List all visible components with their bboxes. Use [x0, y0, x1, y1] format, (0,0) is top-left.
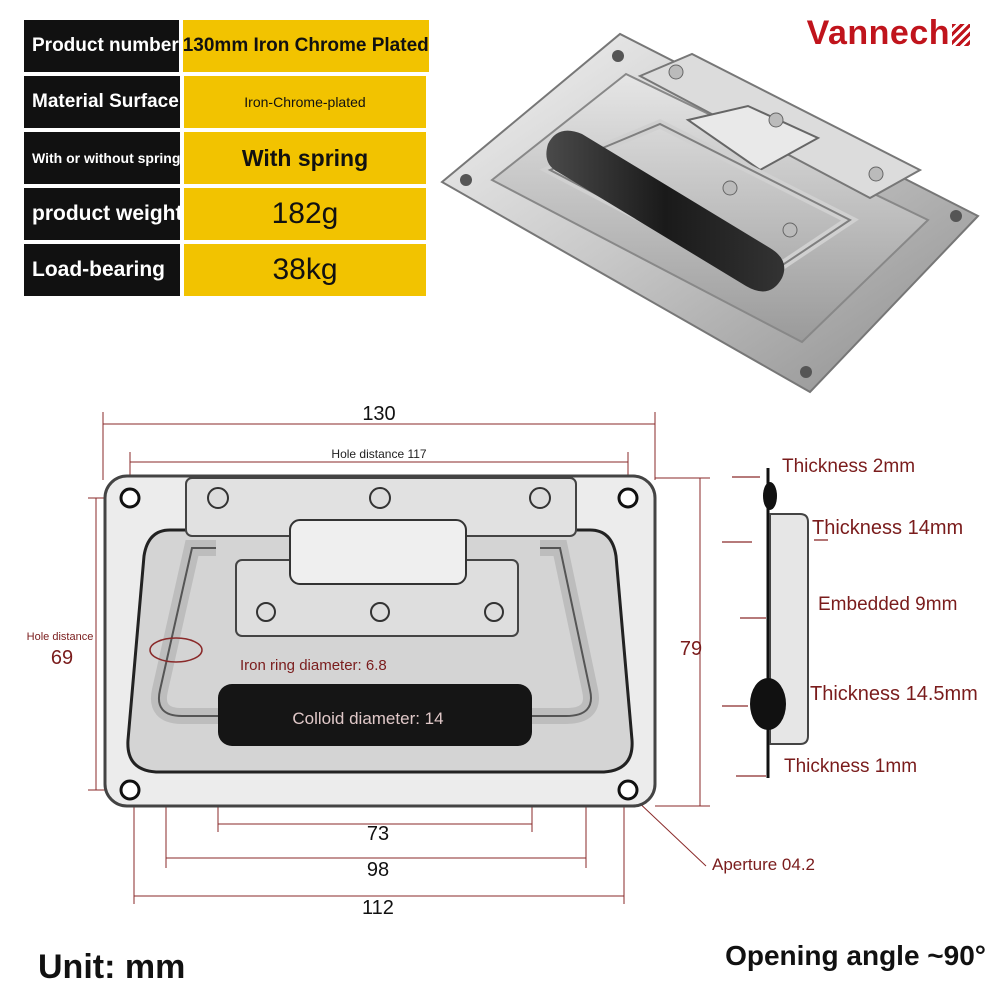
product-photo — [440, 32, 980, 394]
iron-ring-label: Iron ring diameter: 6.8 — [240, 657, 387, 674]
rivet — [529, 487, 551, 509]
dim-hole-distance-x: Hole distance 117 — [331, 447, 427, 461]
rivet — [484, 602, 504, 622]
side-thickness-14: Thickness 14mm — [812, 517, 963, 539]
side-thickness-14-5: Thickness 14.5mm — [810, 683, 978, 705]
dim-98: 98 — [367, 859, 389, 881]
side-grip — [750, 678, 786, 730]
dim-hole-distance-y-label: Hole distance — [27, 631, 94, 643]
iron-ring-marker — [149, 637, 203, 663]
side-thickness-2: Thickness 2mm — [782, 456, 915, 477]
spec-value: 38kg — [184, 244, 426, 296]
front-view-drawing: 130 Hole distance 117 Hole distance 69 7… — [27, 403, 815, 919]
side-view-drawing: Thickness 2mm Thickness 14mm Embedded 9m… — [722, 456, 978, 778]
mount-hole — [119, 779, 141, 801]
mount-hole — [612, 50, 624, 62]
unit-label: Unit: mm — [38, 948, 186, 986]
spec-label: Product number — [24, 20, 179, 72]
rivet — [668, 64, 684, 80]
spec-table: Product number 130mm Iron Chrome Plated … — [24, 20, 429, 300]
spec-row-load: Load-bearing 38kg — [24, 244, 426, 296]
colloid-label: Colloid diameter: 14 — [292, 709, 443, 728]
spec-value: 182g — [184, 188, 426, 240]
spec-label: Load-bearing — [24, 244, 180, 296]
spec-row-spring: With or without spring With spring — [24, 132, 426, 184]
spec-value: With spring — [184, 132, 426, 184]
mount-hole — [950, 210, 962, 222]
rivet — [722, 180, 738, 196]
mount-hole — [800, 366, 812, 378]
handle-grip — [218, 684, 532, 746]
recess-tray — [490, 72, 930, 344]
dim-height: 79 — [680, 638, 702, 660]
mount-hole — [460, 174, 472, 186]
handle-bracket — [289, 519, 467, 585]
side-embedded: Embedded 9mm — [818, 594, 957, 615]
rivet — [256, 602, 276, 622]
dim-hole-distance-y: 69 — [51, 647, 73, 669]
brand-name: Vannech — [806, 14, 950, 52]
handle-bracket — [685, 104, 821, 172]
rivet — [868, 166, 884, 182]
opening-angle-label: Opening angle ~90° — [725, 940, 986, 971]
spec-row-weight: product weight 182g — [24, 188, 426, 240]
spec-row-material: Material Surface Iron-Chrome-plated — [24, 76, 426, 128]
dim-overall-width: 130 — [362, 403, 395, 425]
spec-label: Material Surface — [24, 76, 180, 128]
aperture-label: Aperture 04.2 — [712, 855, 815, 874]
mount-hole — [617, 779, 639, 801]
mount-hole — [617, 487, 639, 509]
rivet — [207, 487, 229, 509]
brand-stripes-icon — [952, 24, 970, 47]
side-thickness-1: Thickness 1mm — [784, 756, 917, 777]
dim-73: 73 — [367, 823, 389, 845]
mount-hole — [119, 487, 141, 509]
rivet — [768, 112, 784, 128]
brand-logo: Vannech — [807, 14, 970, 53]
spec-row-product-number: Product number 130mm Iron Chrome Plated — [24, 20, 429, 72]
side-lip — [763, 482, 777, 510]
spec-value: 130mm Iron Chrome Plated — [182, 20, 429, 72]
handle-grip — [546, 130, 785, 292]
spec-value: Iron-Chrome-plated — [184, 76, 426, 128]
dim-112: 112 — [362, 897, 394, 919]
spec-label: With or without spring — [24, 132, 180, 184]
rivet — [370, 602, 390, 622]
rivet — [782, 222, 798, 238]
spec-label: product weight — [24, 188, 183, 240]
rivet — [369, 487, 391, 509]
